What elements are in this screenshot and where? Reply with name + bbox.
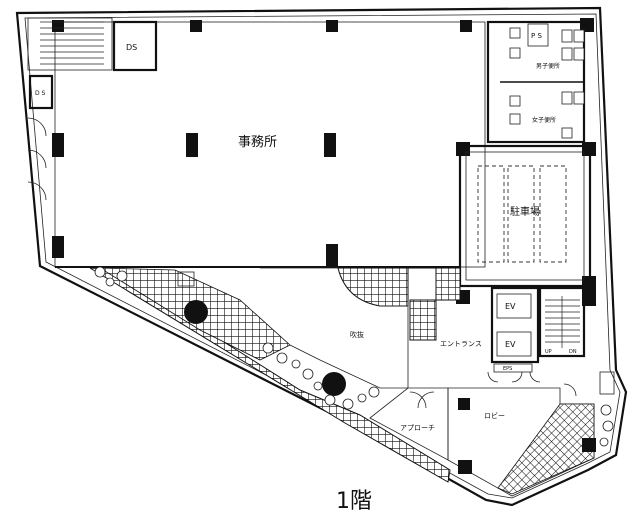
ev1-label: EV — [505, 302, 516, 311]
west-doors — [27, 117, 47, 201]
column — [326, 20, 338, 32]
round-column — [184, 300, 208, 324]
column — [460, 20, 472, 32]
column — [456, 142, 470, 156]
side-ramp — [599, 371, 615, 395]
column — [190, 20, 202, 32]
column — [324, 133, 336, 157]
entrance-label: エントランス — [440, 340, 482, 348]
parking-label: 駐車場 — [510, 205, 540, 218]
column — [52, 236, 64, 258]
stair-right — [538, 286, 586, 358]
planter-box — [177, 271, 195, 287]
lobby-label: ロビー — [484, 411, 505, 420]
parking-room — [458, 144, 592, 288]
ds-shaft-left — [28, 74, 54, 110]
corridor-curve — [337, 267, 409, 307]
ds-left-label: D S — [35, 90, 46, 97]
shrubs — [94, 266, 614, 447]
void-label: 吹抜 — [350, 330, 364, 339]
up-label: UP — [545, 349, 552, 355]
stair-treads — [40, 21, 104, 65]
dn-label: DN — [569, 349, 577, 355]
eps-room — [493, 363, 533, 373]
round-column — [322, 372, 346, 396]
ev2-label: EV — [505, 340, 516, 349]
side-door — [563, 383, 577, 397]
womens-wc-label: 女子便所 — [532, 116, 556, 124]
column — [458, 398, 470, 410]
void-room — [260, 267, 409, 389]
ps-label: P S — [531, 32, 542, 40]
toilet-fixtures — [509, 27, 585, 139]
floor-label: 1階 — [336, 489, 372, 514]
building-inner-wall — [24, 13, 621, 499]
column — [186, 133, 198, 157]
approach-label: アプローチ — [400, 424, 435, 432]
approach-door — [417, 391, 435, 409]
ds-top-label: DS — [126, 43, 137, 52]
eps-doors — [487, 371, 541, 383]
mens-wc-label: 男子便所 — [536, 62, 560, 70]
elevator-1 — [496, 293, 532, 319]
ps-shaft — [527, 23, 549, 47]
parking-bays — [477, 165, 567, 263]
office-label: 事務所 — [238, 135, 277, 150]
elevator-2 — [496, 331, 532, 357]
approach-room — [369, 387, 449, 461]
approach-door — [409, 391, 427, 409]
building-outline — [15, 6, 628, 507]
eps-label: EPS — [503, 366, 512, 372]
column — [52, 133, 64, 157]
column — [458, 460, 472, 474]
stair-top-left — [27, 17, 113, 71]
column — [582, 276, 596, 306]
column — [52, 20, 64, 32]
corridor-hatch — [338, 267, 461, 341]
ds-shaft-top — [112, 20, 158, 72]
stair-right-treads — [545, 296, 580, 348]
column — [582, 438, 596, 452]
parking-inner — [465, 151, 585, 281]
column — [326, 244, 338, 266]
lobby-hatch — [497, 403, 595, 495]
elevator-hall — [490, 286, 540, 364]
